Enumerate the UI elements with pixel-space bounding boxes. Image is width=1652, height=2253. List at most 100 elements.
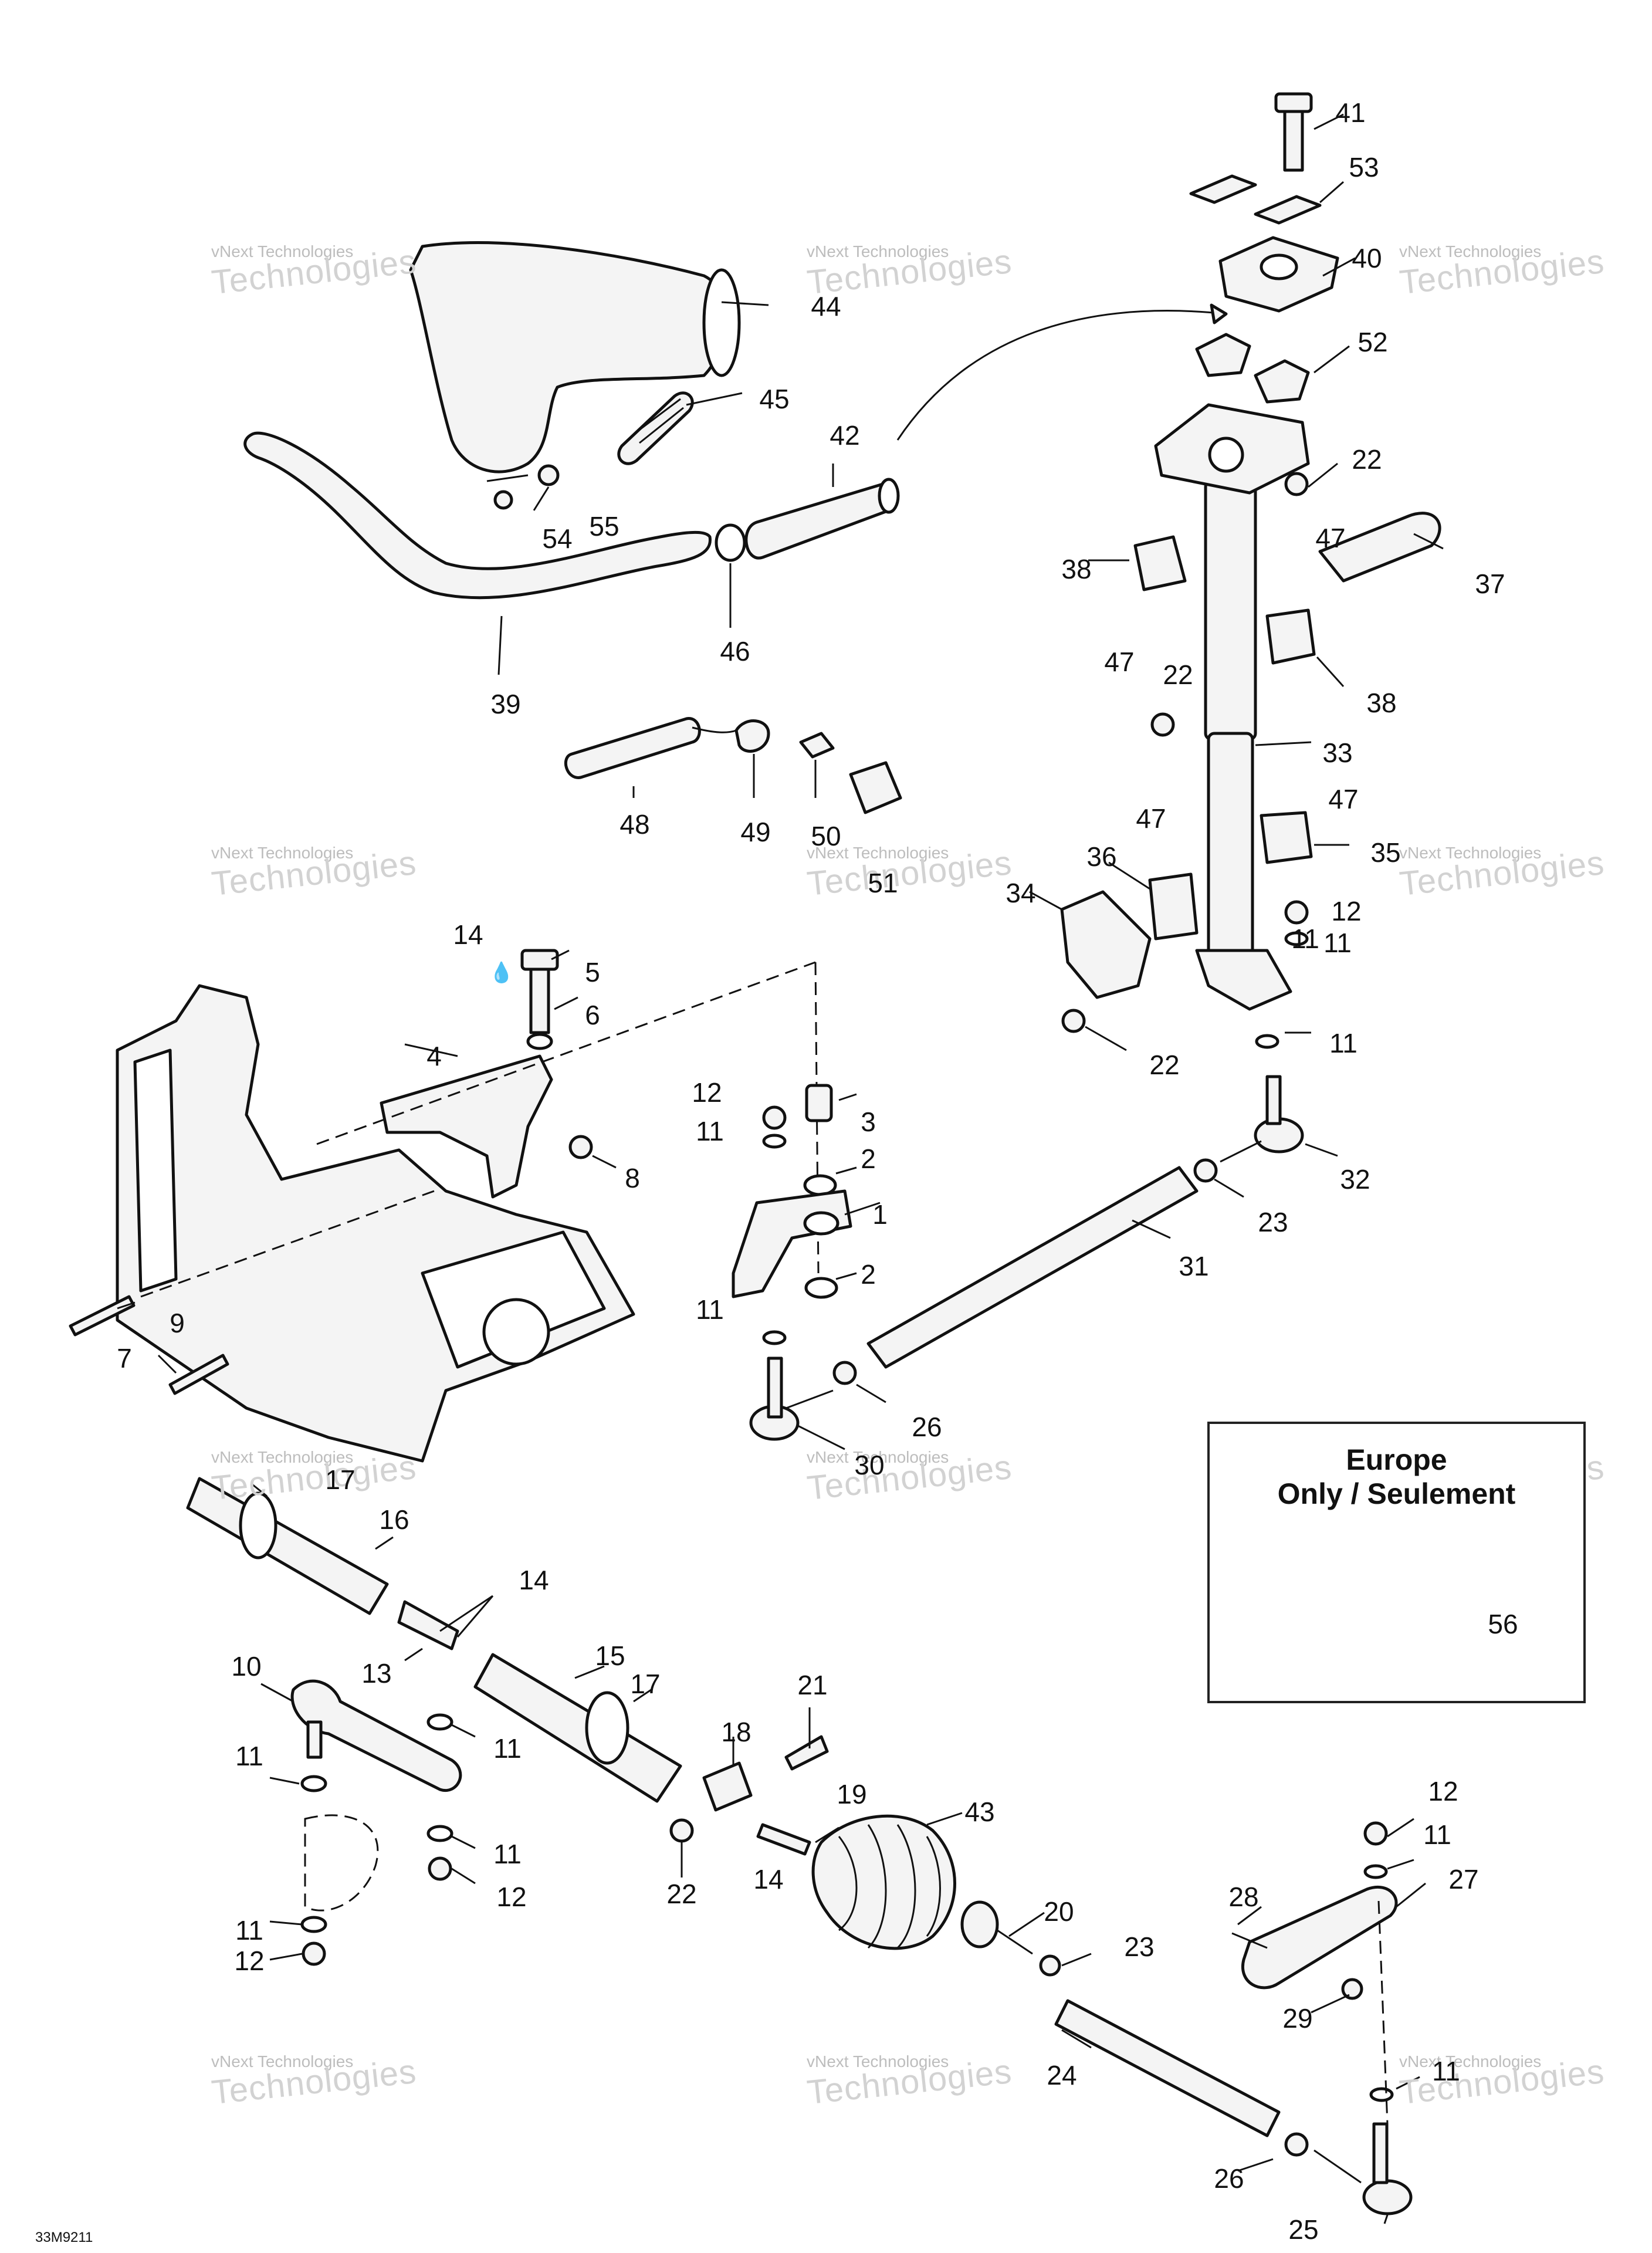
callout-13: 13 [361,1658,392,1689]
callout-9: 9 [170,1308,185,1338]
callout-29: 29 [1282,2003,1313,2034]
callout-41: 41 [1335,97,1366,128]
callout-11: 11 [235,1741,263,1771]
callout-16: 16 [379,1504,409,1535]
inset-title-line1: Europe [1346,1443,1447,1476]
callout-20: 20 [1044,1896,1074,1927]
callout-12: 12 [692,1077,722,1108]
tie-rod-31 [866,1166,1199,1369]
washer-6 [526,1033,553,1050]
callout-11: 11 [1329,1028,1358,1058]
callout-38: 38 [1366,688,1397,718]
callout-30: 30 [854,1450,885,1480]
nut-12-mid [762,1105,787,1130]
callout-17: 17 [325,1464,356,1495]
callout-35: 35 [1370,837,1401,868]
callout-48: 48 [620,809,650,840]
bushing-36 [1148,872,1199,941]
callout-53: 53 [1349,152,1379,182]
callout-45: 45 [759,384,790,414]
europe-only-inset: Europe Only / Seulement [1207,1422,1586,1703]
callout-11: 11 [696,1116,724,1146]
callout-5: 5 [585,957,600,987]
callout-7: 7 [117,1343,132,1374]
bolt-19 [756,1823,811,1856]
callout-44: 44 [811,291,841,322]
callout-6: 6 [585,1000,600,1030]
callout-14: 14 [753,1864,784,1895]
lubricant-drop-icon: 💧 [489,962,514,984]
callout-12: 12 [234,1946,265,1976]
screw-54 [493,490,513,510]
callout-23: 23 [1258,1207,1288,1237]
nut-22b [1150,712,1175,737]
callout-11: 11 [493,1733,522,1764]
clip-50 [799,732,835,759]
callout-51: 51 [868,868,898,898]
callout-28: 28 [1228,1882,1259,1912]
callout-12: 12 [1428,1776,1458,1807]
callout-1: 1 [872,1199,888,1230]
ball-joint-25 [1362,2179,1413,2215]
spacer-3 [805,1084,833,1122]
bushing-17a [239,1491,277,1559]
ball-joint-20 [960,1900,999,1948]
callout-8: 8 [625,1163,640,1193]
bushing-46 [715,523,746,562]
handlebar-pad-44 [409,241,741,473]
callout-37: 37 [1475,569,1505,599]
callout-11: 11 [1423,1819,1451,1850]
leader-lines [117,113,1444,2224]
nut-8 [568,1135,593,1159]
nut-26-low [1284,2132,1309,2157]
nut-23-low [1039,1954,1061,1977]
nut-22d [669,1818,694,1843]
fitting-13 [397,1600,459,1650]
callout-2: 2 [861,1259,876,1290]
callout-22: 22 [666,1879,697,1909]
shaft-16 [186,1477,389,1615]
callout-24: 24 [1047,2060,1077,2090]
nut-23-mid [1193,1158,1218,1183]
grip-45 [617,391,694,465]
shim-53b [1254,195,1322,225]
callout-22: 22 [1163,659,1193,690]
clamp-18 [702,1761,753,1812]
tie-rod-24 [1054,1999,1281,2137]
bushing-2b [804,1277,838,1299]
callout-22: 22 [1149,1050,1180,1080]
drawing-code: 33M9211 [35,2230,93,2245]
callout-26: 26 [912,1412,942,1442]
callout-10: 10 [231,1651,262,1682]
callout-11-alt: 11 [1291,923,1319,954]
callout-42: 42 [830,420,860,451]
callout-54: 54 [542,523,573,554]
frame [116,984,635,1463]
callout-33: 33 [1322,738,1353,768]
nut-26-mid [832,1361,857,1385]
bracket-34 [1060,890,1152,999]
nut-12-low [1363,1821,1388,1846]
bushing-38a [1133,535,1187,591]
callout-4: 4 [426,1041,442,1071]
grip-48 [564,717,701,779]
callout-47: 47 [1104,647,1135,677]
callout-18: 18 [721,1717,751,1747]
bolt-7 [168,1354,229,1395]
callout-47: 47 [1328,784,1359,814]
callout-56: 56 [1488,1609,1518,1639]
callout-39: 39 [490,689,521,719]
callout-49: 49 [740,817,771,847]
callout-40: 40 [1352,243,1382,273]
callout-27: 27 [1448,1864,1479,1895]
lower-clamp-52a [1195,333,1251,377]
callout-19: 19 [837,1779,867,1809]
callout-55: 55 [589,511,620,542]
tether-49 [734,719,770,753]
